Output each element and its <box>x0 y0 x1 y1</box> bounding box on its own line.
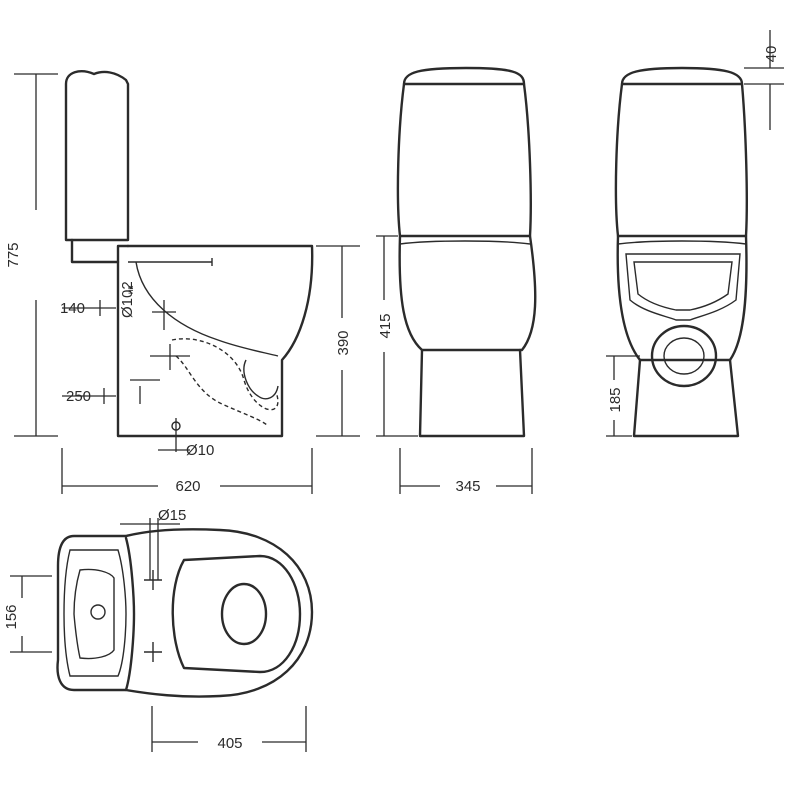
dim-width-line <box>399 448 533 494</box>
dim-bowl-height-front-line <box>376 235 418 437</box>
back-outlet-ring <box>650 324 718 388</box>
side-tank <box>64 70 130 242</box>
dim-bowl-height-side-line <box>316 245 360 437</box>
side-tank-base <box>70 238 130 264</box>
back-tank <box>614 82 748 238</box>
dim-outlet-height-line <box>62 300 116 316</box>
dim-bowl-height-side: 390 <box>335 330 352 355</box>
top-tank-inner <box>63 549 127 677</box>
dim-bowl-height-front: 415 <box>377 313 394 338</box>
dim-water-inlet-diameter: Ø15 <box>158 507 186 524</box>
top-tank-basin <box>73 568 115 660</box>
side-view: 775 140 Ø102 нв 250 Ø10 620 390 <box>5 70 360 495</box>
dim-tank-depth-line <box>10 575 52 653</box>
dim-fixing-distance: 405 <box>217 735 242 752</box>
front-bowl <box>398 234 537 352</box>
dim-length-line <box>61 448 313 494</box>
dim-water-inlet-line <box>120 518 180 580</box>
front-tank <box>396 82 532 238</box>
dim-outlet-height-back-line <box>606 355 640 437</box>
top-outline <box>56 528 314 698</box>
dim-outlet-height: 140 <box>60 300 85 317</box>
dim-floor-outlet: 250 <box>66 388 91 405</box>
dim-outlet-diameter: Ø102 <box>119 281 136 318</box>
dim-height-total-line <box>14 73 58 437</box>
back-recess-inner <box>633 261 733 311</box>
dim-floor-outlet-line <box>62 388 116 404</box>
dim-bolt-line <box>158 418 190 452</box>
side-rim <box>128 258 213 266</box>
dim-length: 620 <box>175 478 200 495</box>
dim-outlet-diameter-sub: нв <box>126 285 135 294</box>
front-bowl-line <box>399 240 531 245</box>
top-bowl-hole <box>220 582 268 646</box>
dim-lid-gap-line <box>744 30 784 130</box>
front-pedestal <box>418 348 526 438</box>
top-bowl-rim <box>171 554 302 674</box>
dim-width: 345 <box>455 478 480 495</box>
dim-tank-depth: 156 <box>3 604 20 629</box>
side-bowl-inner <box>135 261 279 357</box>
top-inlet-hole <box>90 604 106 620</box>
back-bowl-line <box>617 240 747 245</box>
dim-fixing-distance-line <box>151 706 307 752</box>
dim-lid-gap: 40 <box>763 46 780 63</box>
top-view: Ø15 156 405 <box>3 507 314 752</box>
back-tank-recess <box>625 253 741 321</box>
side-bowl <box>116 244 314 438</box>
front-lid <box>402 66 526 86</box>
side-outlet-centre <box>130 300 190 404</box>
back-outlet-hole <box>663 337 705 375</box>
back-view: 40 185 <box>606 30 784 438</box>
back-lid <box>620 66 744 86</box>
front-view: 415 345 <box>376 66 537 495</box>
side-trap <box>243 359 279 400</box>
back-bowl <box>616 234 748 362</box>
top-fixing-holes <box>144 570 162 662</box>
side-hidden-channel <box>171 338 279 427</box>
dim-bolt-diameter: Ø10 <box>186 442 214 459</box>
top-tank <box>124 536 136 692</box>
back-pedestal <box>632 358 740 438</box>
dim-height-total: 775 <box>5 242 22 267</box>
dim-outlet-height-back: 185 <box>607 387 624 412</box>
